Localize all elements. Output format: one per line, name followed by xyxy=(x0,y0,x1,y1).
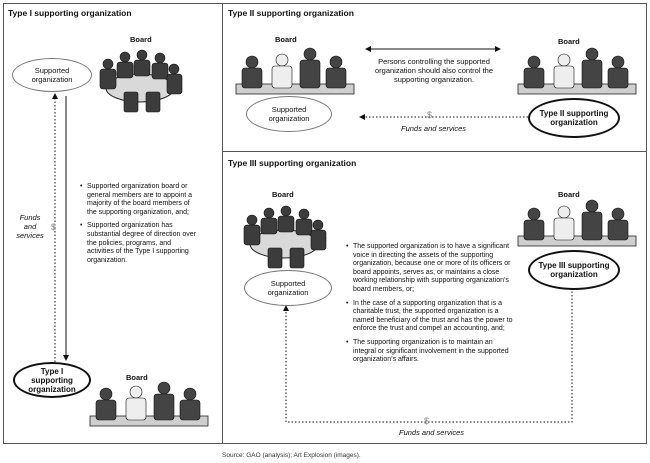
type3-criterion: The supported organization is to have a … xyxy=(346,243,514,295)
type3-board-label-left: Board xyxy=(272,190,294,199)
type1-criteria-list: Supported organization board or general … xyxy=(80,183,198,270)
type1-board-label-top: Board xyxy=(130,35,152,44)
type3-criterion: In the case of a supporting organization… xyxy=(346,300,514,334)
type3-supported-organization: Supported organization xyxy=(244,270,332,306)
type1-supported-organization: Supported organization xyxy=(12,58,92,92)
type1-funds-label: Funds and services xyxy=(16,213,44,240)
type1-criterion: Supported organization has substantial d… xyxy=(80,222,198,265)
type1-criterion: Supported organization board or general … xyxy=(80,183,198,217)
type2-dollar-icon: $ xyxy=(427,110,433,120)
source-note: Source: GAO (analysis); Art Explosion (i… xyxy=(222,452,361,459)
type3-criteria-list: The supported organization is to have a … xyxy=(346,243,514,370)
board-members-illustration xyxy=(517,47,637,95)
board-meeting-illustration xyxy=(99,49,183,113)
type3-criterion: The supporting organization is to mainta… xyxy=(346,339,514,365)
type2-board-label-right: Board xyxy=(558,37,580,46)
type2-supported-organization: Supported organization xyxy=(246,96,332,132)
type2-board-label-left: Board xyxy=(275,35,297,44)
type1-board-label-bottom: Board xyxy=(126,373,148,382)
type2-control-text: Persons controlling the supported organi… xyxy=(375,57,493,84)
board-members-illustration xyxy=(235,47,355,95)
board-members-illustration xyxy=(89,381,209,427)
type1-dollar-icon: $ xyxy=(51,222,57,232)
type3-title: Type III supporting organization xyxy=(228,158,357,168)
type3-funds-label: Funds and services xyxy=(399,428,465,437)
board-members-illustration xyxy=(517,199,637,247)
type3-dollar-icon: $ xyxy=(424,416,430,426)
type2-funds-label: Funds and services xyxy=(401,124,467,133)
board-meeting-illustration xyxy=(243,205,327,269)
type1-title: Type I supporting organization xyxy=(8,8,132,18)
type3-supporting-organization: Type III supporting organization xyxy=(528,250,620,290)
type1-supporting-organization: Type I supporting organization xyxy=(13,362,91,398)
type3-board-label-right: Board xyxy=(558,190,580,199)
type2-supporting-organization: Type II supporting organization xyxy=(528,98,620,138)
type2-title: Type II supporting organization xyxy=(228,8,354,18)
